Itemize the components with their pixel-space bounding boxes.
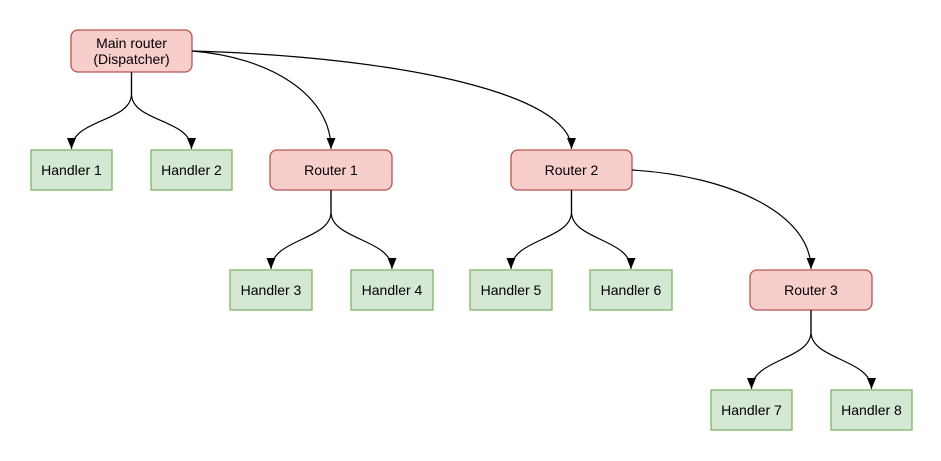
edge-main-router-to-router-1 xyxy=(191,50,336,150)
node-label: Handler 6 xyxy=(601,282,662,298)
node-router-2: Router 2 xyxy=(510,149,633,191)
edge-router-1-to-handler-3 xyxy=(266,190,332,270)
node-label: Handler 5 xyxy=(481,282,542,298)
node-router-3: Router 3 xyxy=(749,269,873,311)
node-handler-6: Handler 6 xyxy=(589,269,673,311)
edge-main-router-to-handler-2 xyxy=(130,72,196,150)
handler-box xyxy=(469,269,553,311)
edge-main-router-to-router-2 xyxy=(191,50,576,150)
handler-box xyxy=(150,149,233,191)
node-label: Handler 1 xyxy=(41,162,102,178)
node-handler-4: Handler 4 xyxy=(350,269,434,311)
node-handler-8: Handler 8 xyxy=(830,389,913,431)
edge-main-router-to-handler-1 xyxy=(67,72,133,150)
edge-router-1-to-handler-4 xyxy=(330,190,397,270)
node-label: Handler 4 xyxy=(362,282,423,298)
node-label: Router 1 xyxy=(304,162,358,178)
edge-router-3-to-handler-7 xyxy=(747,310,812,390)
node-label: Handler 8 xyxy=(841,402,902,418)
edge-router-2-to-handler-6 xyxy=(570,190,636,270)
node-label: Router 2 xyxy=(545,162,599,178)
node-main-router: Main router(Dispatcher) xyxy=(70,29,193,73)
handler-box xyxy=(30,149,113,191)
node-handler-5: Handler 5 xyxy=(469,269,553,311)
handler-box xyxy=(229,269,313,311)
edge-router-2-to-handler-5 xyxy=(506,190,573,270)
node-label: Router 3 xyxy=(784,282,838,298)
node-label: Handler 2 xyxy=(161,162,222,178)
handler-box xyxy=(710,389,793,431)
node-handler-3: Handler 3 xyxy=(229,269,313,311)
edge-router-3-to-handler-8 xyxy=(810,310,876,390)
node-handler-2: Handler 2 xyxy=(150,149,233,191)
handler-box xyxy=(350,269,434,311)
node-router-1: Router 1 xyxy=(269,149,393,191)
handler-box xyxy=(589,269,673,311)
node-handler-1: Handler 1 xyxy=(30,149,113,191)
node-label: Handler 3 xyxy=(241,282,302,298)
node-handler-7: Handler 7 xyxy=(710,389,793,431)
node-label: Main router(Dispatcher) xyxy=(93,35,169,67)
node-label: Handler 7 xyxy=(721,402,782,418)
edge-router-2-to-router-3 xyxy=(631,169,816,270)
handler-box xyxy=(830,389,913,431)
